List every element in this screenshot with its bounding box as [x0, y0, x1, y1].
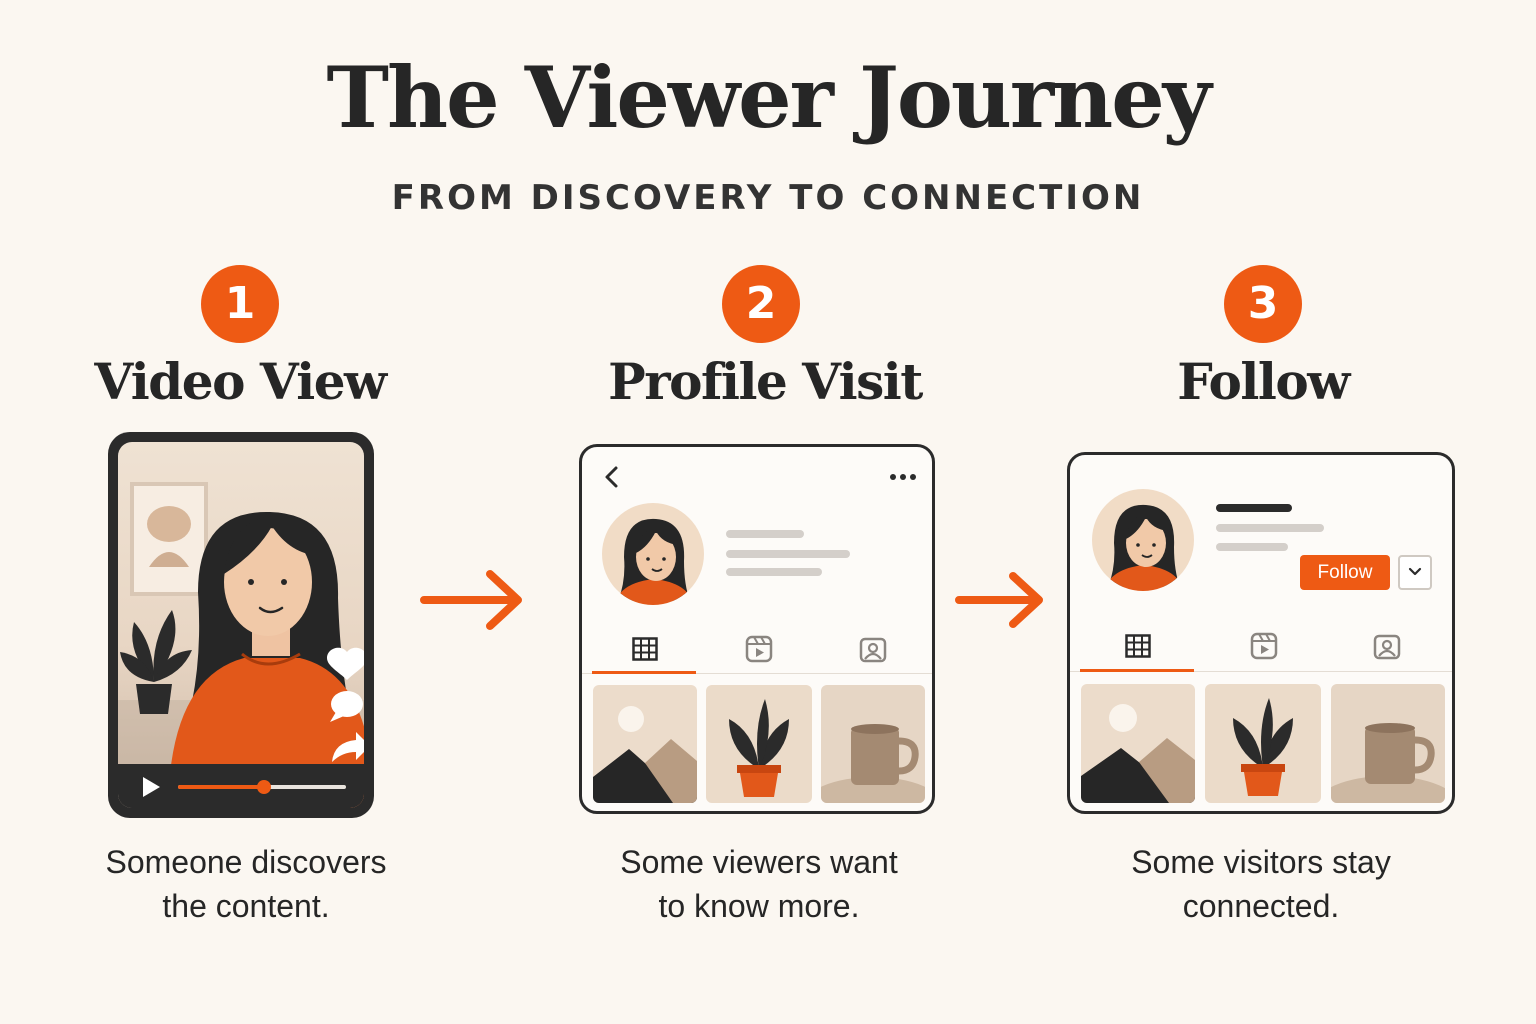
follow-profile-card: [1067, 452, 1455, 814]
plant-icon: [729, 699, 789, 797]
progress-fill: [178, 785, 264, 789]
step-number-2: 2: [722, 265, 800, 343]
heart-icon: [327, 647, 364, 680]
landscape-image-icon: [1081, 704, 1195, 803]
grid-icon[interactable]: [632, 637, 658, 661]
tab-active-underline: [592, 671, 696, 674]
video-phone-mockup: [108, 432, 374, 818]
back-icon[interactable]: [602, 465, 620, 489]
mug-icon: [1331, 723, 1445, 803]
reels-icon[interactable]: [1250, 632, 1278, 660]
tab-divider: [1070, 671, 1452, 672]
arrow-right-icon: [955, 572, 1043, 628]
profile-bio-line: [726, 550, 850, 558]
profile-bio-line: [726, 568, 822, 576]
tagged-icon[interactable]: [1373, 632, 1401, 660]
post-thumbnail[interactable]: [706, 685, 812, 803]
profile-name-line: [726, 530, 804, 538]
grid-icon[interactable]: [1125, 634, 1151, 658]
page-subtitle: FROM DISCOVERY TO CONNECTION: [391, 178, 1145, 218]
step-caption-3: Some visitors stay connected.: [1131, 844, 1391, 924]
post-thumbnail[interactable]: [593, 685, 697, 803]
video-screen[interactable]: [118, 442, 364, 808]
profile-bio-line: [1216, 524, 1324, 532]
plant-icon: [120, 610, 192, 714]
progress-track[interactable]: [178, 780, 346, 794]
profile-bio-line: [1216, 543, 1288, 551]
video-controls: [118, 764, 364, 808]
step-caption-2: Some viewers want to know more.: [620, 844, 898, 924]
post-thumbnail[interactable]: [821, 685, 925, 803]
page-title: The Viewer Journey: [326, 48, 1212, 147]
profile-name-line: [1216, 504, 1292, 512]
avatar[interactable]: [1090, 487, 1196, 593]
plant-icon: [1233, 698, 1293, 796]
tab-divider: [582, 673, 932, 674]
video-illustration: [118, 482, 364, 808]
mug-icon: [821, 724, 925, 803]
progress-knob[interactable]: [256, 780, 271, 794]
step-number-3: 3: [1224, 265, 1302, 343]
step-number-1: 1: [201, 265, 279, 343]
chevron-down-icon: [1408, 567, 1422, 576]
post-thumbnail[interactable]: [1205, 684, 1321, 803]
step-title-1: Video View: [94, 352, 387, 411]
step-title-2: Profile Visit: [608, 352, 923, 411]
post-thumbnail[interactable]: [1081, 684, 1195, 803]
step-caption-1: Someone discovers the content.: [105, 844, 387, 924]
landscape-image-icon: [593, 706, 697, 803]
follow-options-button[interactable]: [1398, 555, 1432, 590]
share-icon: [332, 732, 364, 762]
follow-button[interactable]: Follow: [1300, 555, 1390, 590]
play-icon[interactable]: [140, 776, 162, 798]
profile-card: [579, 444, 935, 814]
more-icon[interactable]: [889, 473, 917, 481]
comment-icon: [330, 691, 363, 722]
reels-icon[interactable]: [745, 635, 773, 663]
tagged-icon[interactable]: [859, 635, 887, 663]
avatar[interactable]: [600, 501, 706, 607]
tab-active-underline: [1080, 669, 1194, 672]
step-title-3: Follow: [1177, 352, 1350, 411]
post-thumbnail[interactable]: [1331, 684, 1445, 803]
arrow-right-icon: [420, 570, 522, 630]
